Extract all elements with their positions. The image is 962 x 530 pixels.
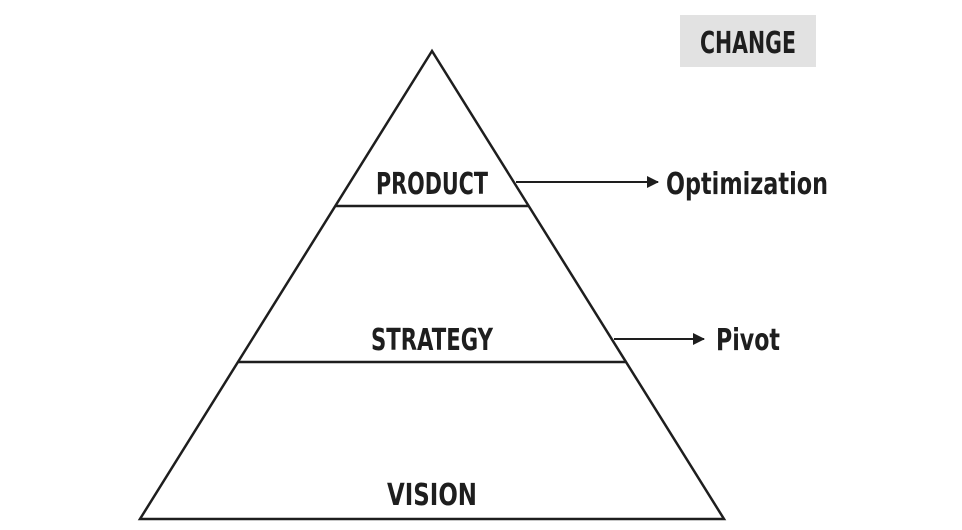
- pyramid-outline: [137, 48, 727, 521]
- pyramid-level-product: PRODUCT: [376, 167, 488, 202]
- change-badge-background: [680, 15, 816, 67]
- pyramid-level-strategy: STRATEGY: [371, 323, 494, 358]
- outcome-optimization: Optimization: [666, 167, 828, 202]
- outcome-pivot: Pivot: [716, 323, 780, 358]
- change-badge-label: CHANGE: [700, 26, 796, 61]
- change-badge: CHANGE: [680, 15, 816, 67]
- pyramid-level-vision: VISION: [387, 478, 477, 513]
